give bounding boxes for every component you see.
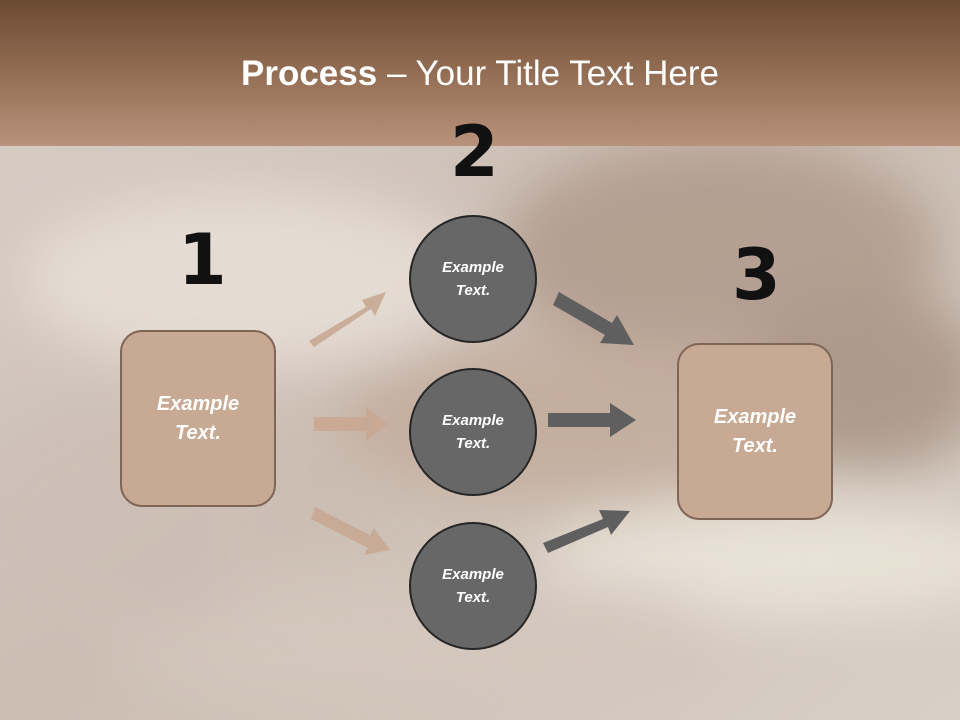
left-box-line2: Text. [175, 421, 221, 444]
arrow-right-middle [548, 403, 636, 437]
circle-middle-line2: Text. [455, 435, 491, 452]
arrow-right-top [553, 292, 634, 345]
slide-title: Process – Your Title Text Here [0, 52, 960, 96]
step-number-3: 3 [732, 234, 781, 316]
arrow-left-middle [314, 407, 388, 441]
arrow-left-bottom [311, 507, 390, 555]
title-bold: Process [241, 54, 378, 93]
arrow-right-bottom [543, 510, 630, 553]
title-rest: – Your Title Text Here [377, 54, 719, 93]
step-number-1: 1 [178, 219, 227, 301]
circle-middle-line1: Example [442, 412, 504, 429]
arrow-left-top [309, 292, 386, 347]
left-box-line1: Example [156, 392, 240, 415]
circle-top-line1: Example [442, 259, 504, 276]
step-number-2: 2 [450, 111, 499, 193]
title-bar [0, 0, 960, 146]
circle-top-line2: Text. [455, 282, 491, 299]
circle-bottom-line1: Example [442, 566, 504, 583]
right-box-line2: Text. [732, 434, 778, 457]
circle-bottom-line2: Text. [455, 589, 491, 606]
right-box-line1: Example [713, 405, 797, 428]
